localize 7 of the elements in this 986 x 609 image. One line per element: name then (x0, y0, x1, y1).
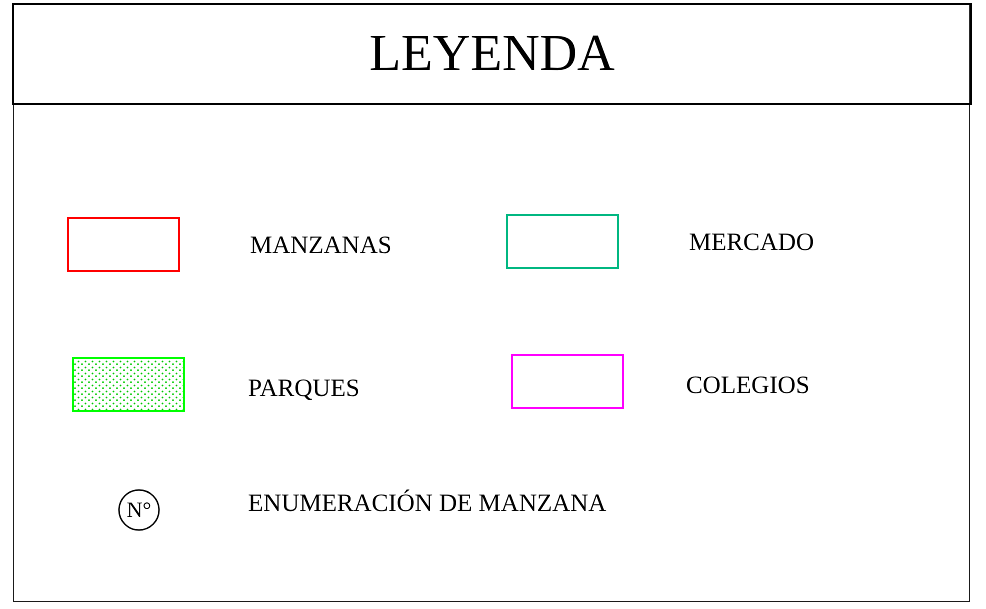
legend-label: ENUMERACIÓN DE MANZANA (248, 491, 606, 516)
legend-title: LEYENDA (369, 28, 615, 80)
legend-label: COLEGIOS (686, 373, 810, 398)
legend-label: MERCADO (689, 230, 814, 255)
number-symbol-text: N° (126, 499, 152, 521)
legend-label: PARQUES (248, 376, 360, 401)
legend-label: MANZANAS (250, 233, 392, 258)
